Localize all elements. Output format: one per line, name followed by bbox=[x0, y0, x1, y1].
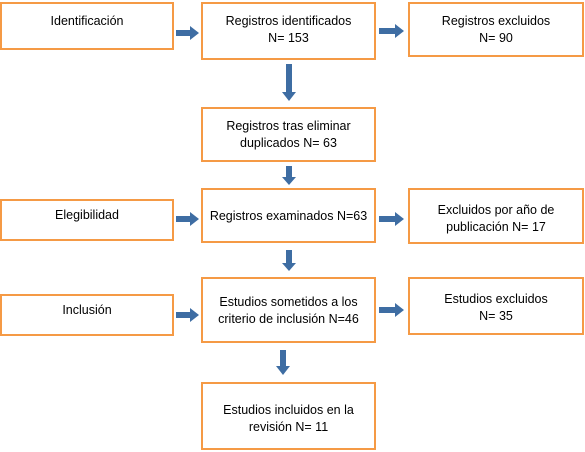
after-duplicates-box: Registros tras eliminar duplicados N= 63 bbox=[201, 107, 376, 162]
after-duplicates-label: Registros tras eliminar bbox=[226, 119, 351, 133]
records-excluded-count: N= 90 bbox=[479, 31, 513, 45]
arrow-identification-to-identified bbox=[176, 26, 199, 40]
stage-label-inclusion: Inclusión bbox=[0, 294, 174, 336]
stage-label-identification: Identificación bbox=[0, 2, 174, 50]
excluded-by-year-label: Excluidos por año de bbox=[437, 203, 555, 217]
excluded-by-year-box: Excluidos por año de publicación N= 17 bbox=[408, 188, 584, 244]
studies-submitted-box: Estudios sometidos a los criterio de inc… bbox=[201, 277, 376, 343]
arrow-inclusion-to-submitted bbox=[176, 308, 199, 322]
arrow-screened-to-excluded-year bbox=[379, 212, 404, 226]
stage-label-inclusion-text: Inclusión bbox=[62, 303, 112, 317]
arrow-identified-to-duplicates bbox=[282, 64, 296, 101]
stage-label-eligibility: Elegibilidad bbox=[0, 199, 174, 241]
arrow-duplicates-to-screened bbox=[282, 166, 296, 185]
studies-included-count: revisión N= 11 bbox=[248, 420, 329, 434]
after-duplicates-count: duplicados N= 63 bbox=[240, 136, 337, 150]
arrow-screened-to-submitted bbox=[282, 250, 296, 271]
stage-label-identification-text: Identificación bbox=[50, 14, 124, 28]
records-screened-box: Registros examinados N=63 bbox=[201, 188, 376, 243]
arrow-submitted-to-included bbox=[276, 350, 290, 375]
studies-excluded-box: Estudios excluidos N= 35 bbox=[408, 277, 584, 335]
records-screened-label: Registros examinados N=63 bbox=[209, 209, 368, 223]
studies-excluded-count: N= 35 bbox=[479, 309, 513, 323]
stage-label-eligibility-text: Elegibilidad bbox=[55, 208, 119, 222]
records-excluded-label: Registros excluidos bbox=[441, 14, 551, 28]
studies-submitted-label: Estudios sometidos a los bbox=[219, 295, 358, 309]
records-identified-label: Registros identificados bbox=[225, 14, 352, 28]
arrow-eligibility-to-screened bbox=[176, 212, 199, 226]
records-identified-box: Registros identificados N= 153 bbox=[201, 2, 376, 60]
arrow-submitted-to-studies-excluded bbox=[379, 303, 404, 317]
studies-submitted-count: criterio de inclusión N=46 bbox=[218, 312, 359, 326]
arrow-identified-to-excluded bbox=[379, 24, 404, 38]
excluded-by-year-count: publicación N= 17 bbox=[446, 220, 546, 234]
records-excluded-box: Registros excluidos N= 90 bbox=[408, 2, 584, 57]
studies-included-label: Estudios incluidos en la bbox=[223, 403, 354, 417]
records-identified-count: N= 153 bbox=[268, 31, 309, 45]
studies-included-box: Estudios incluidos en la revisión N= 11 bbox=[201, 382, 376, 450]
studies-excluded-label: Estudios excluidos bbox=[444, 292, 548, 306]
